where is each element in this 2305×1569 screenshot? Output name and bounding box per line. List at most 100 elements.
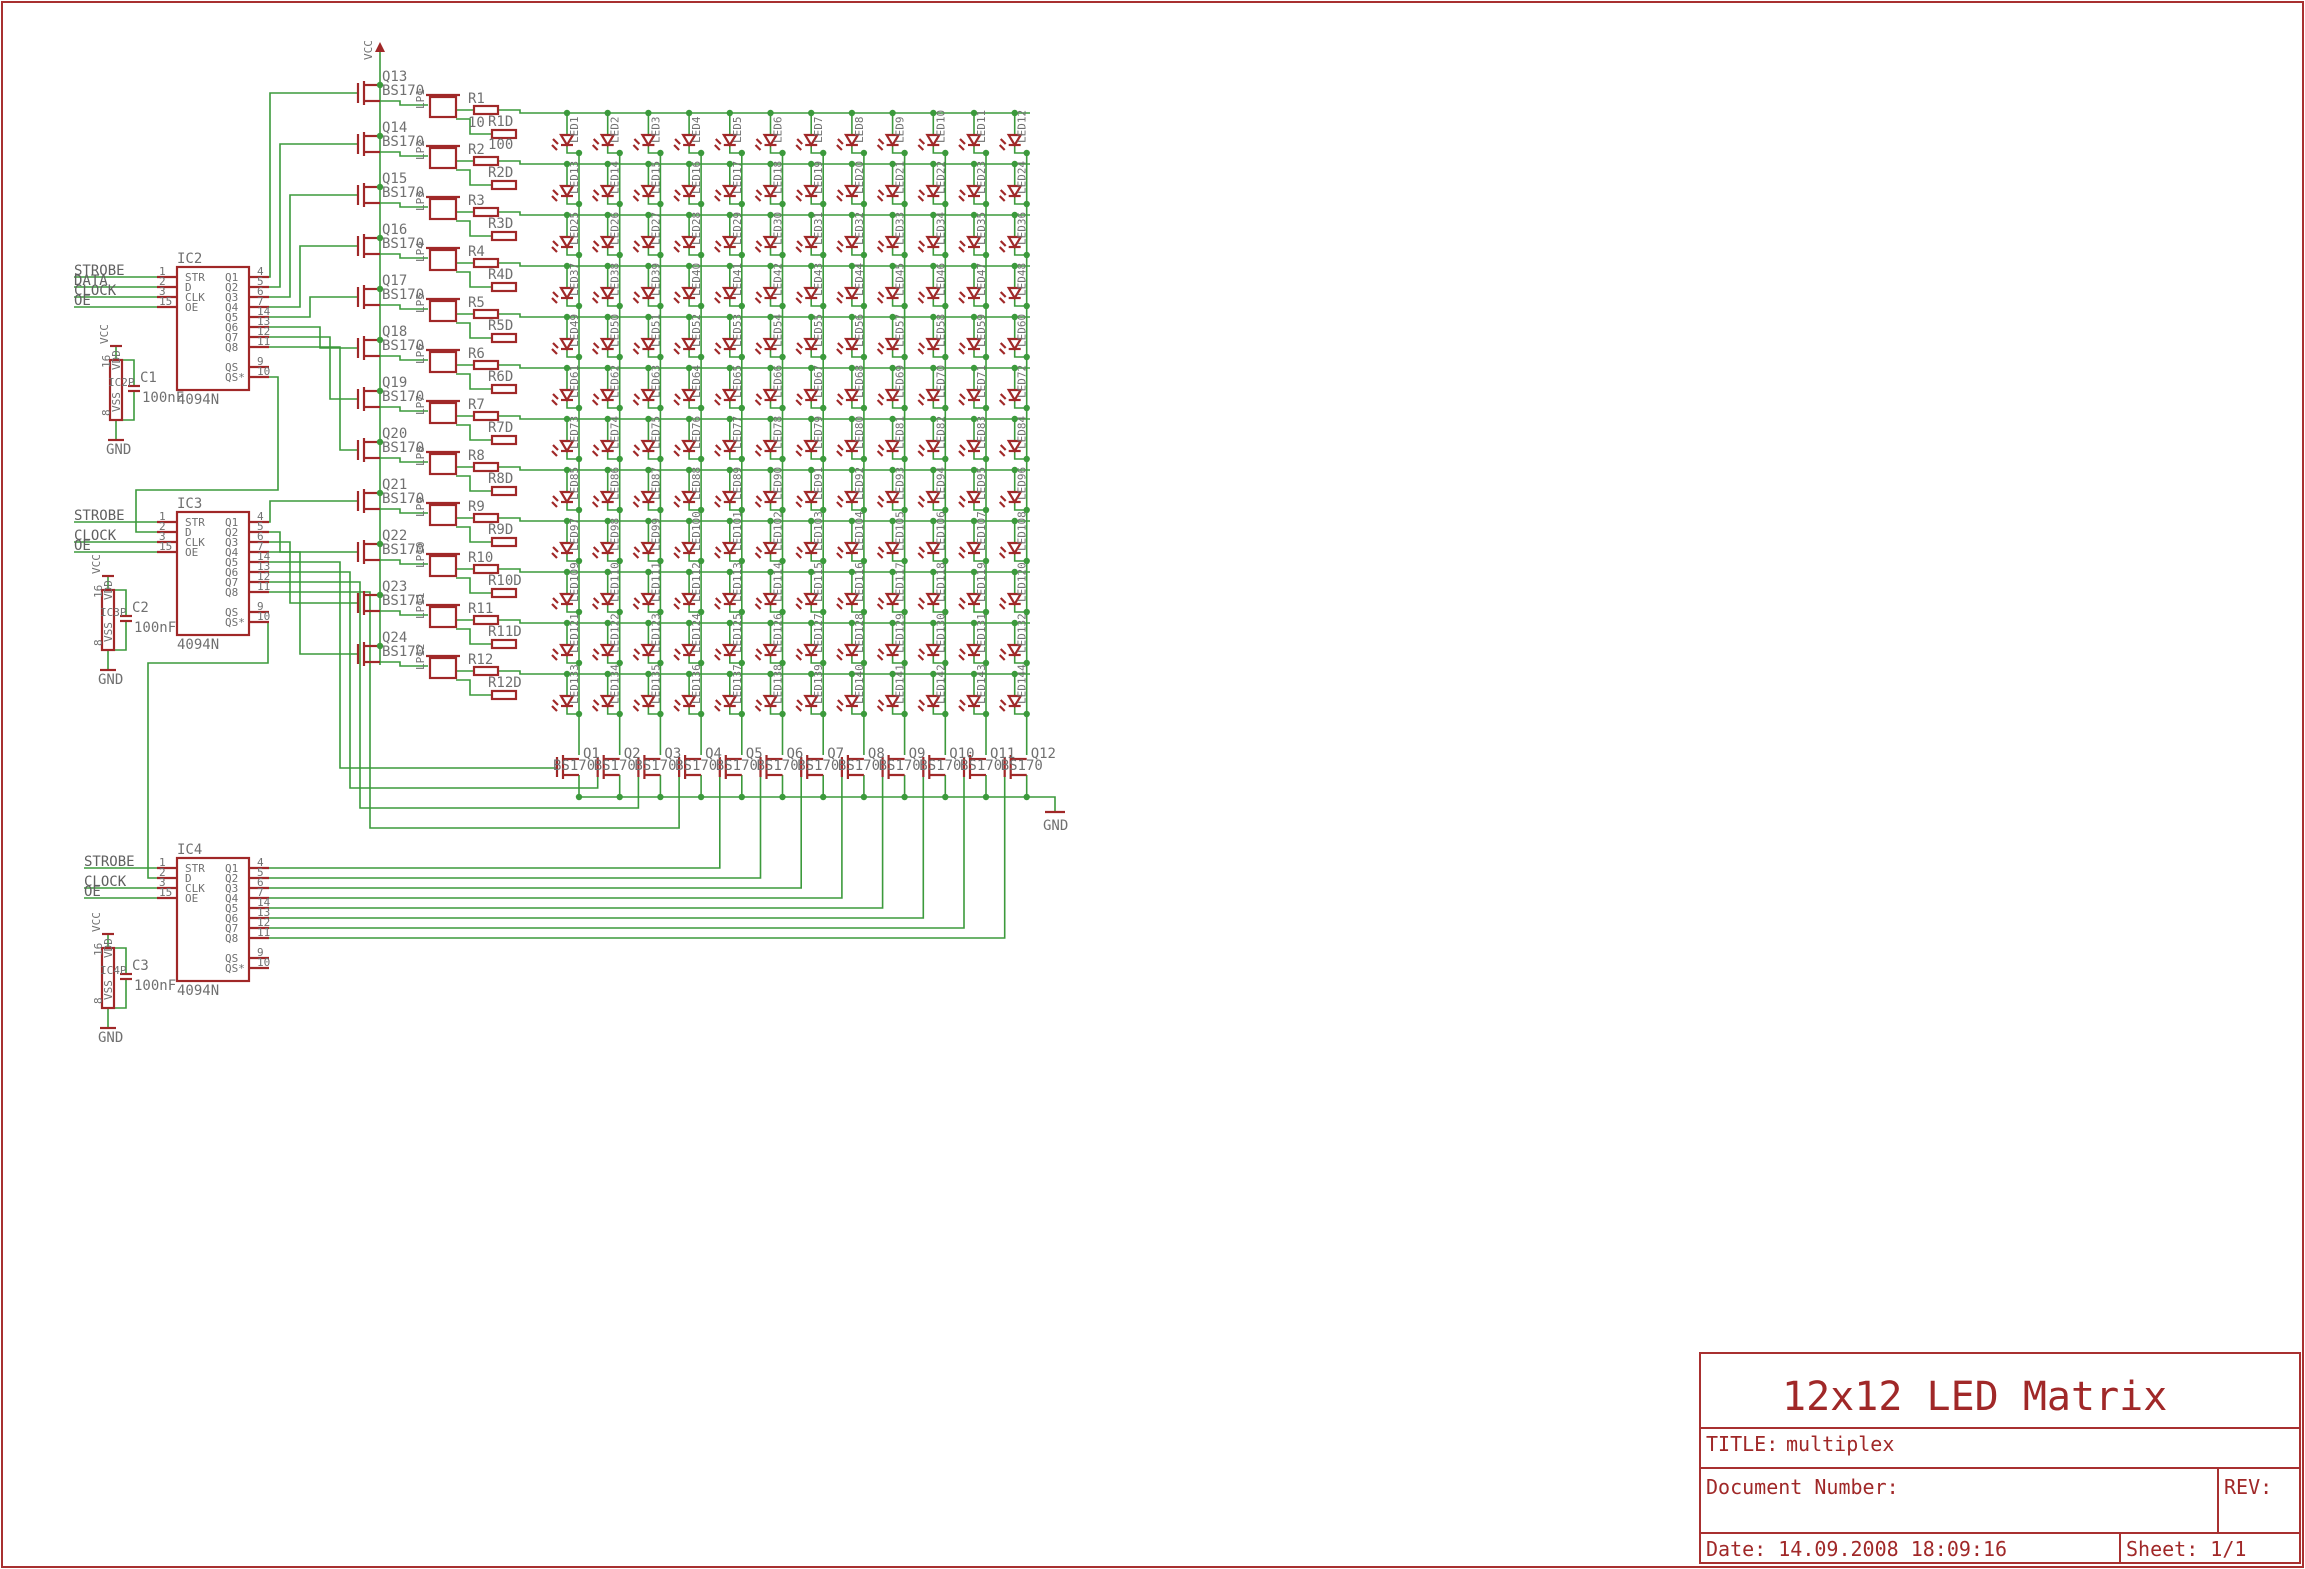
junction <box>376 642 384 650</box>
led-icon <box>559 439 575 454</box>
led-name: LED36 <box>1016 212 1029 245</box>
led-name: LED139 <box>812 664 825 704</box>
led-ray <box>674 597 681 604</box>
ic-pin-number: 6 <box>257 876 264 889</box>
ic-pin-name: Q5 <box>225 311 238 324</box>
led-name: LED49 <box>568 314 581 347</box>
led-ray <box>592 648 600 655</box>
led-icon <box>640 541 657 556</box>
vcc-label: VCC <box>98 324 111 344</box>
led-name: LED93 <box>894 467 907 500</box>
junction <box>1023 659 1030 667</box>
led-cathode-wire <box>769 298 783 307</box>
ic-pin-name: Q3 <box>225 291 238 304</box>
column-gate-wire <box>269 767 925 919</box>
led-ray <box>591 348 599 355</box>
junction <box>1023 608 1030 616</box>
led-name: LED71 <box>975 365 988 398</box>
led-ray <box>632 297 640 304</box>
led-ray <box>633 495 641 502</box>
title-label: TITLE: <box>1706 1432 1778 1456</box>
resistor-name: R11 <box>468 601 493 617</box>
led-name: LED80 <box>853 416 866 449</box>
row-gate-wire <box>269 500 358 523</box>
led-icon <box>762 286 779 301</box>
led-icon <box>721 133 738 148</box>
junction <box>738 659 745 667</box>
junction <box>970 160 978 168</box>
junction <box>604 619 611 627</box>
led-name: LED78 <box>772 416 785 449</box>
led-cathode-wire <box>688 655 702 664</box>
column-gate-wire <box>269 767 721 869</box>
led-ray <box>918 189 926 196</box>
junction <box>942 200 949 208</box>
led-ray <box>837 444 844 451</box>
mosfet-name: Q17 <box>382 273 407 289</box>
led-icon <box>762 592 779 607</box>
junction <box>575 353 583 361</box>
junction <box>942 608 949 616</box>
ic-body <box>175 265 251 392</box>
jumper-name: LP10 <box>414 542 427 569</box>
led-icon <box>762 439 779 454</box>
row-drive-wire <box>380 100 428 106</box>
vcc-arrow-icon <box>375 42 385 52</box>
led-ray <box>876 144 884 151</box>
junction <box>930 517 937 525</box>
led-cathode-wire <box>973 145 986 154</box>
junction <box>685 415 693 423</box>
mosfet-name: Q2 <box>624 746 641 762</box>
junction <box>738 506 745 514</box>
junction <box>738 710 745 718</box>
junction <box>645 466 652 474</box>
led-name: LED9 <box>894 117 907 144</box>
led-ray <box>958 399 965 406</box>
resistor-name: R9 <box>468 499 485 515</box>
led-cathode-wire <box>647 655 661 664</box>
led-icon <box>721 541 738 556</box>
led-name: LED83 <box>975 416 988 449</box>
ic-pin-number: 3 <box>159 285 166 298</box>
led-name: LED40 <box>690 263 703 296</box>
led-cathode-wire <box>810 553 824 562</box>
vss-pin: 8 <box>92 639 105 646</box>
led-name: LED135 <box>649 664 662 704</box>
led-cathode-wire <box>688 196 702 205</box>
junction <box>726 313 733 321</box>
led-icon <box>762 643 779 658</box>
led-ray <box>877 393 885 400</box>
led-icon <box>599 286 616 301</box>
junction <box>738 608 745 616</box>
ic-pin-name: Q8 <box>225 341 238 354</box>
led-ray <box>714 552 721 559</box>
led-icon <box>884 541 901 556</box>
led-name: LED5 <box>731 117 744 144</box>
junction <box>697 455 705 463</box>
ic-pin-name: Q8 <box>225 932 238 945</box>
led-icon <box>925 133 942 148</box>
led-ray <box>999 648 1007 655</box>
led-ray <box>755 342 763 349</box>
led-icon <box>803 133 820 148</box>
led-icon <box>925 490 942 505</box>
led-ray <box>755 138 763 145</box>
led-name: LED50 <box>609 314 622 347</box>
mosfet-value: BS170 <box>838 758 880 774</box>
mosfet-value: BS170 <box>382 83 424 99</box>
mosfet-name: Q18 <box>382 324 407 340</box>
resistor-name: R2 <box>468 142 485 158</box>
resistor-name: R10 <box>468 550 493 566</box>
led-ray <box>796 648 803 655</box>
mosfet-name: Q5 <box>746 746 763 762</box>
ic-pin-number: 11 <box>257 580 270 593</box>
junction <box>726 619 733 627</box>
junction <box>604 568 611 576</box>
junction <box>563 262 571 270</box>
led-cathode-wire <box>810 298 824 307</box>
led-icon <box>559 490 575 505</box>
led-ray <box>592 546 600 553</box>
row-drive-wire <box>380 508 428 514</box>
junction <box>942 710 949 718</box>
ic-pin-name: Q7 <box>225 922 238 935</box>
